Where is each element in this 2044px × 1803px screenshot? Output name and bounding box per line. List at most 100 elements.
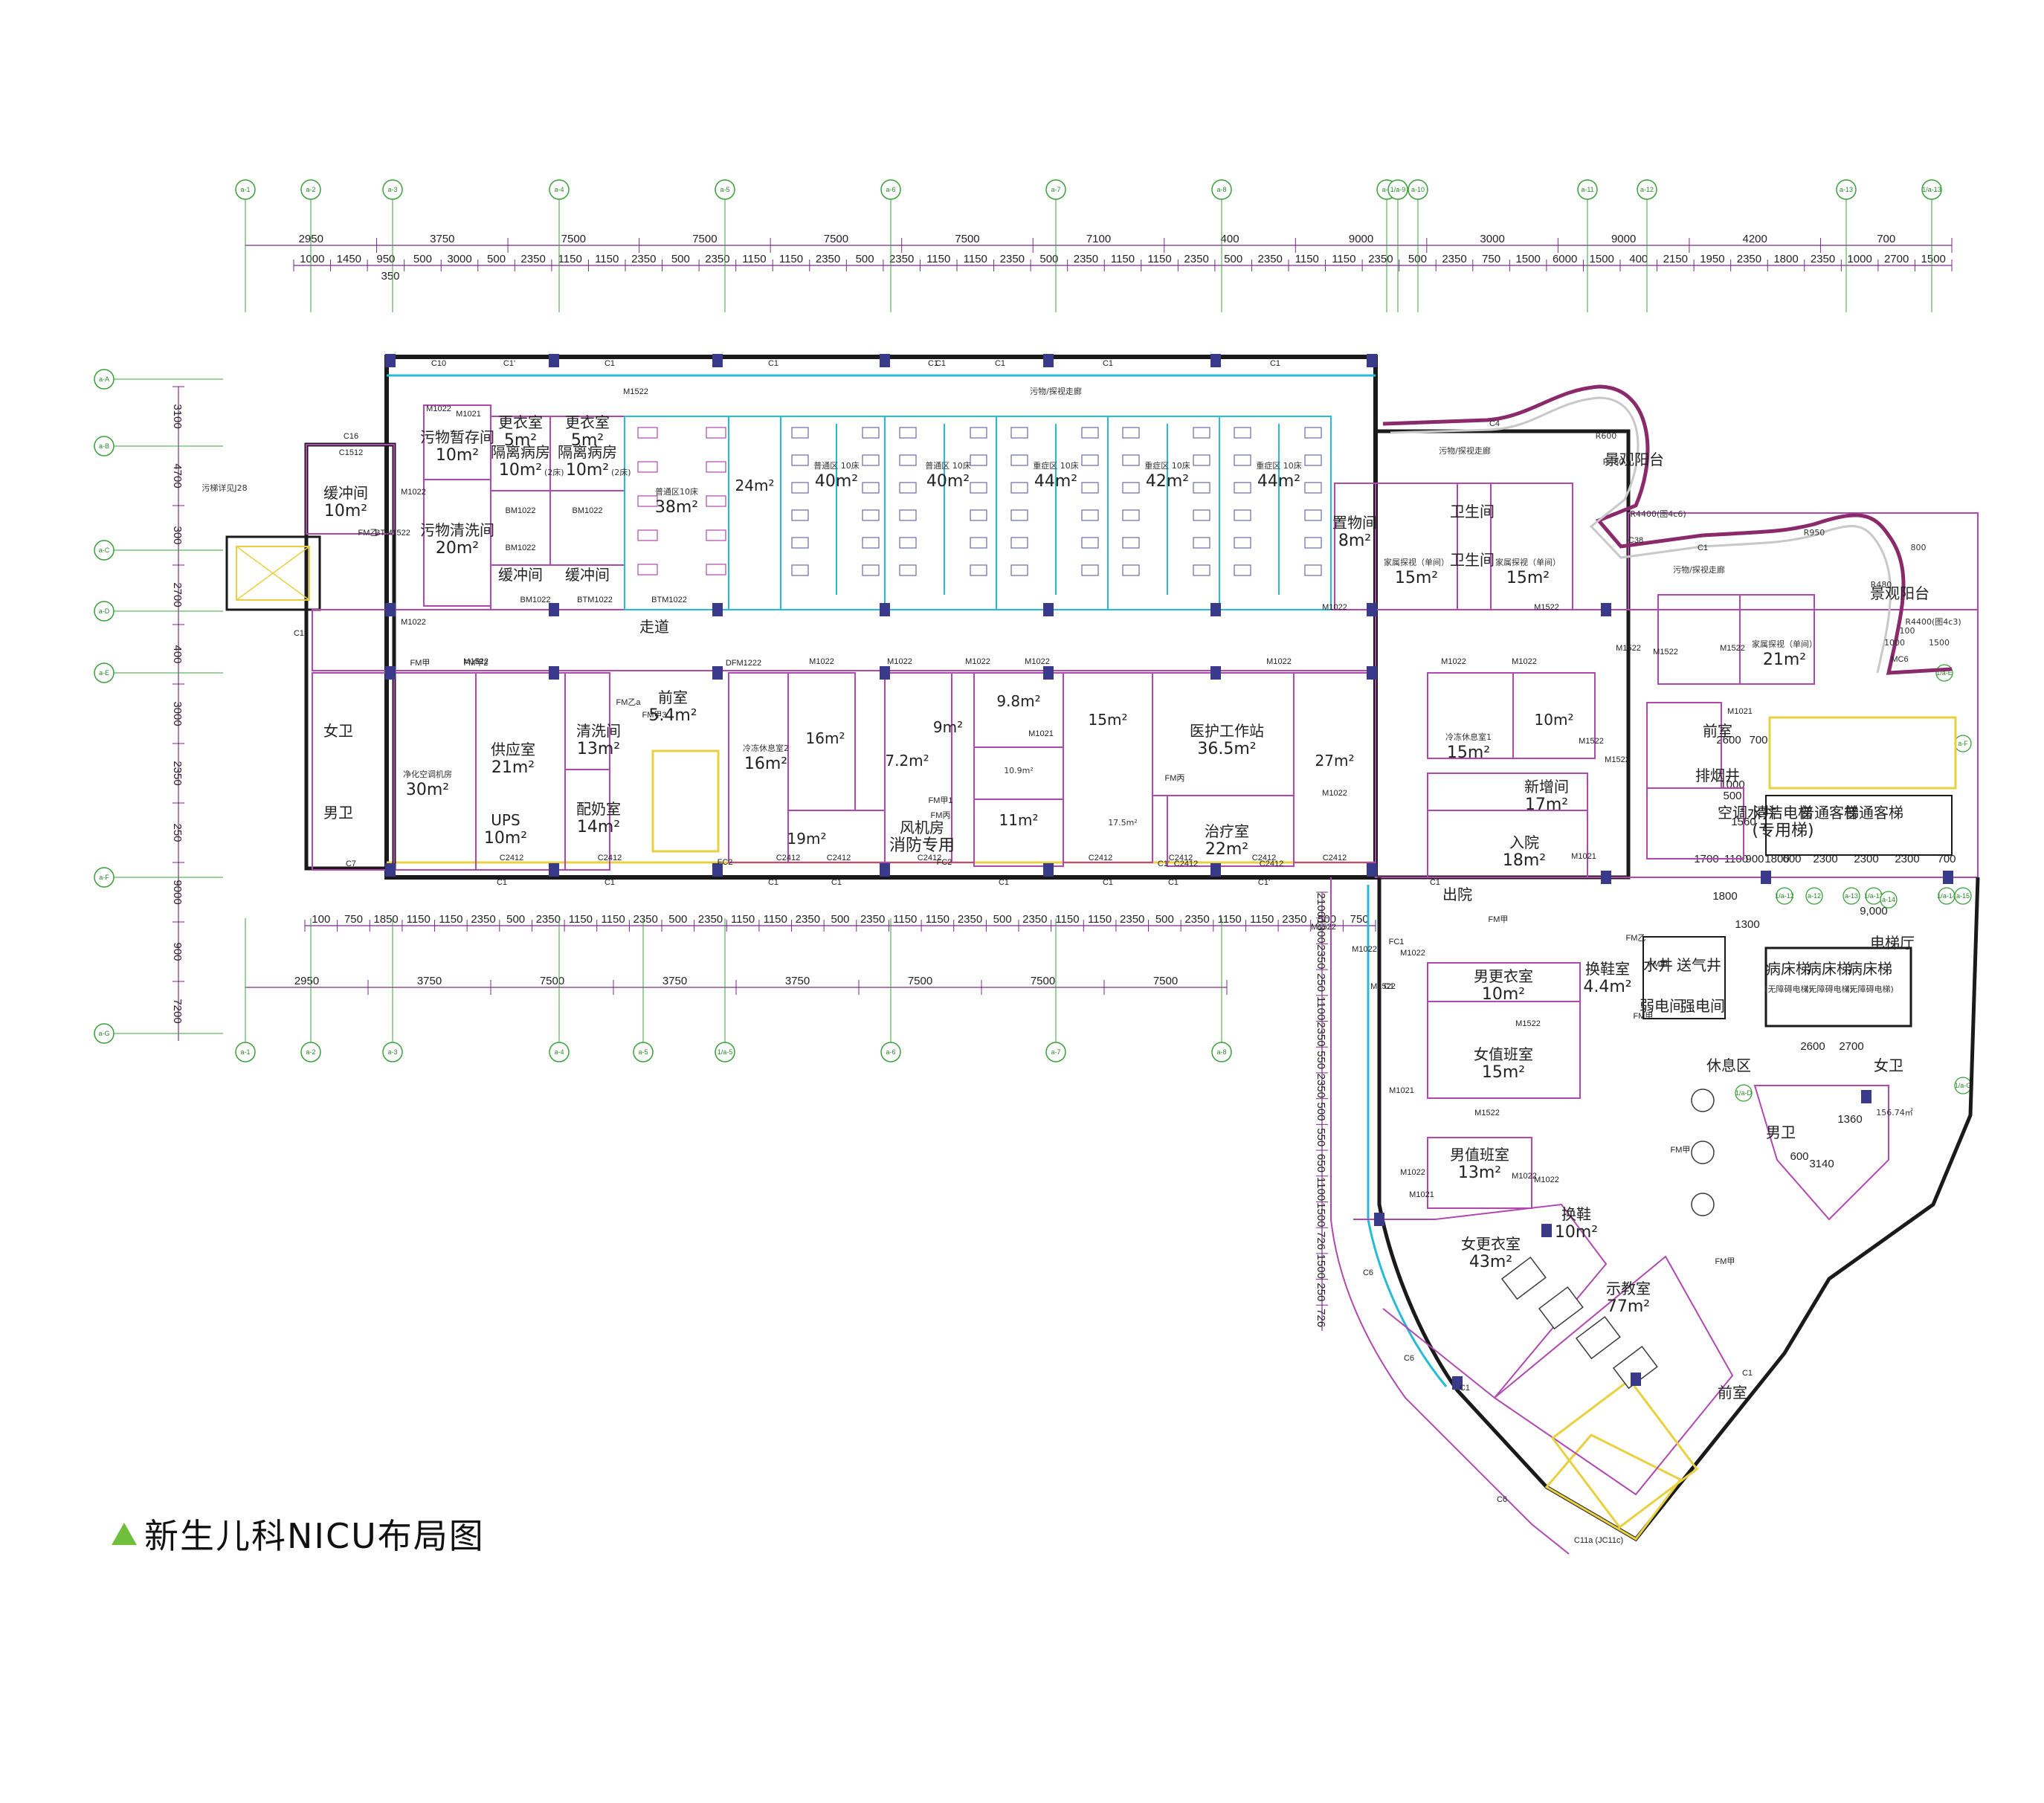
door-label-13: M1022 <box>1534 1175 1559 1184</box>
column <box>1210 603 1221 616</box>
incubator <box>1122 482 1140 494</box>
table <box>1575 1316 1621 1360</box>
room-name-39: 15m² <box>1089 711 1128 729</box>
door-label-34: M1021 <box>456 410 481 419</box>
room-77: 景观阳台 <box>1870 584 1929 602</box>
window-label-16: C1 <box>497 878 507 887</box>
dim-bottom-minor-30: 2350 <box>1282 913 1306 926</box>
window-label-23: C1' <box>1158 859 1170 868</box>
axis-top-a-13: a-13 <box>1840 186 1853 193</box>
room-name-38: 11m² <box>999 811 1039 829</box>
window-label-42: C1 <box>1460 1384 1470 1393</box>
column <box>1367 354 1377 367</box>
incubator <box>1081 564 1099 576</box>
dim-top-major-12: 700 <box>1877 233 1895 245</box>
door-label-32: M1021 <box>1409 1190 1434 1199</box>
dim-left-6: 2350 <box>171 761 184 785</box>
incubator <box>1122 454 1140 466</box>
dim-vlow-14: 1500 <box>1315 1254 1327 1279</box>
dim-vlow-0: 2100 <box>1315 893 1327 917</box>
window-label-5: C1 <box>1103 359 1113 368</box>
axis-top-a-9: a-9 <box>1382 186 1391 193</box>
dim-bottom-minor-5: 2350 <box>471 913 495 926</box>
dim-top-minor-41: 2350 <box>1811 253 1835 265</box>
room-name-43: 27m² <box>1315 752 1355 770</box>
dim-right-3: 500 <box>1723 790 1741 802</box>
room-area-3: 5m² <box>504 431 537 450</box>
dim-right-11: 2300 <box>1895 853 1919 865</box>
dim-top-minor-28: 1150 <box>1332 253 1355 265</box>
dim-bottom-major-7: 7500 <box>1153 975 1178 987</box>
axis-top-a-4-circle <box>549 179 570 200</box>
incubator <box>791 482 809 494</box>
dim-top-minor-37: 2150 <box>1663 253 1688 265</box>
incubator <box>1304 537 1322 549</box>
door-label-53: FM甲 <box>1648 960 1669 969</box>
dim-bottom-minor-19: 1150 <box>926 913 950 926</box>
window-label-19: C1 <box>831 878 842 887</box>
window-label-20: C1 <box>999 878 1009 887</box>
dim-top-minor-25: 500 <box>1224 253 1242 265</box>
dim-right-10: 2300 <box>1813 853 1837 865</box>
axis-bottom-a-3-circle <box>382 1042 403 1062</box>
room-58: 女卫 <box>1874 1057 1903 1074</box>
dim-bottom-minor-3: 1150 <box>407 913 431 926</box>
room-7: 缓冲间 <box>498 566 543 584</box>
dim-bottom-minor-24: 1150 <box>1088 913 1112 926</box>
room-76: 景观阳台 <box>1605 451 1664 468</box>
room-beds-6: (2床) <box>611 467 631 477</box>
dim-vlow-10: 650 <box>1315 1154 1327 1173</box>
room-name-6: 隔离病房 <box>558 443 617 461</box>
dim-top-minor-36: 400 <box>1629 253 1648 265</box>
dim-top-minor-22: 1150 <box>1111 253 1135 265</box>
dim-left-10: 7200 <box>171 999 184 1023</box>
door-label-23: M1522 <box>1720 644 1745 653</box>
axis-bottom-a-1: a-1 <box>240 1048 250 1056</box>
room-area-30: 16m² <box>744 755 787 773</box>
room-name-64: 电梯厅 <box>1870 934 1915 952</box>
dim-bottom-minor-0: 100 <box>312 913 330 926</box>
axis-bottom-a-6: a-6 <box>886 1048 895 1056</box>
dim-vlow-7: 2350 <box>1315 1074 1327 1098</box>
dim-top-minor-14: 2350 <box>816 253 840 265</box>
incubator <box>637 529 658 541</box>
room-name-16: 置物间 <box>1332 514 1377 532</box>
room-name-28: 配奶室 <box>576 800 621 818</box>
incubator <box>1193 482 1210 494</box>
incubator <box>862 564 880 576</box>
incubator <box>1010 454 1028 466</box>
door-label-36: BM1022 <box>573 506 603 515</box>
column <box>1631 1373 1641 1386</box>
room-area-49: 10m² <box>1482 985 1525 1004</box>
dim-top-minor-19: 2350 <box>1000 253 1025 265</box>
table <box>1612 1346 1658 1390</box>
axis-left-a-B-circle <box>94 436 115 457</box>
dim-top-minor-0: 1000 <box>300 253 324 265</box>
window-label-4: C1 <box>935 359 946 368</box>
room-name-3: 更衣室 <box>498 413 543 431</box>
dim-top-minor-26: 2350 <box>1258 253 1283 265</box>
door-label-3: M1022 <box>809 657 834 666</box>
axis-top-1-a-13: 1/a-13 <box>1922 186 1941 193</box>
axis-top-a-11: a-11 <box>1581 186 1593 193</box>
incubator <box>1304 564 1322 576</box>
dim-350: 350 <box>381 270 399 283</box>
room-area-1: 10m² <box>436 446 479 465</box>
room-21: 卫生间 <box>1450 551 1495 569</box>
door-label-1: M1022 <box>401 488 426 497</box>
dim-top-minor-13: 1150 <box>779 253 803 265</box>
dim-top-major-1: 3750 <box>430 233 454 245</box>
room-name-61: 强电间 <box>1680 997 1725 1015</box>
room-name-66: 病床梯 <box>1807 960 1851 978</box>
window-label-43: C11a (JC11c) <box>1574 1536 1623 1545</box>
dim-left-7: 250 <box>171 823 184 842</box>
room-67: 病床梯(无障碍电梯) <box>1846 960 1894 994</box>
